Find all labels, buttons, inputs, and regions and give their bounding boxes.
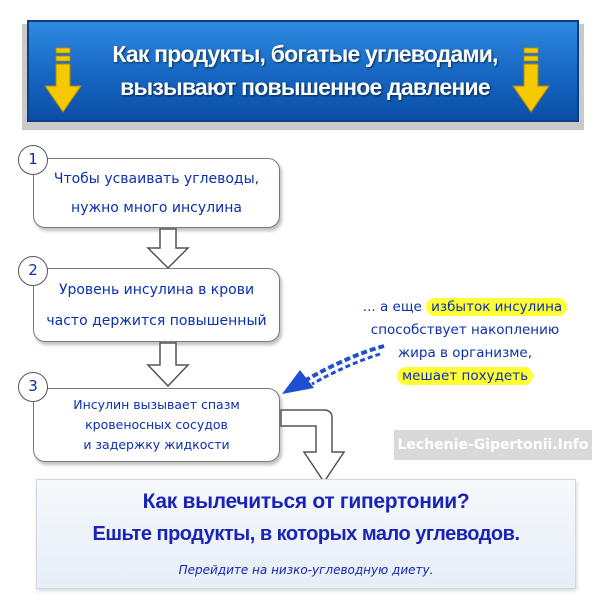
step-2-line-2: часто держится повышенный: [46, 313, 267, 329]
step-1-box: Чтобы усваивать углеводы, нужно много ин…: [33, 158, 280, 228]
note-line-4: мешает похудеть: [340, 365, 590, 388]
step-3-line-1: Инсулин вызывает спазм: [73, 397, 240, 412]
note-highlight-1: избыток инсулина: [426, 298, 568, 316]
step-3-number: 3: [18, 372, 48, 402]
note-prefix: ... а еще: [362, 299, 422, 315]
low-carb-diet-link[interactable]: Перейдите на низко-углеводную диету.: [178, 563, 434, 577]
step-2-number: 2: [18, 256, 48, 286]
note-highlight-2: мешает похудеть: [396, 367, 534, 385]
step-2-line-1: Уровень инсулина в крови: [58, 282, 255, 298]
blue-pointer-arrow-icon: [282, 344, 385, 394]
header-banner: Как продукты, богатые углеводами, вызыва…: [27, 20, 579, 122]
yellow-down-arrow-icon-right: [512, 47, 550, 113]
bottom-question: Как вылечиться от гипертонии?: [142, 490, 470, 513]
step-3-line-2: кровеносных сосудов: [85, 417, 228, 432]
title-line-1: Как продукты, богатые углеводами,: [112, 41, 498, 67]
note-line-1: ... а еще избыток инсулина: [340, 296, 590, 319]
watermark: Lechenie-Gipertonii.Info: [394, 430, 592, 460]
hollow-down-arrow-icon-2: [146, 342, 190, 388]
step-1-line-2: нужно много инсулина: [71, 200, 242, 216]
yellow-down-arrow-icon-left: [44, 47, 82, 113]
title-line-2: вызывают повышенное давление: [120, 74, 490, 100]
step-1-line-1: Чтобы усваивать углеводы,: [53, 171, 260, 187]
bent-down-arrow-icon: [280, 409, 346, 484]
note-line-3: жира в организме,: [397, 345, 533, 361]
step-1-number: 1: [18, 145, 48, 175]
side-note: ... а еще избыток инсулина способствует …: [340, 296, 590, 388]
hollow-down-arrow-icon-1: [146, 228, 190, 270]
step-3-box: Инсулин вызывает спазм кровеносных сосуд…: [33, 388, 280, 462]
note-line-2: способствует накоплению: [370, 322, 560, 338]
step-2-box: Уровень инсулина в крови часто держится …: [33, 268, 280, 342]
bottom-answer: Ешьте продукты, в которых мало углеводов…: [92, 523, 520, 545]
step-3-line-3: и задержку жидкости: [83, 437, 230, 452]
page-title: Как продукты, богатые углеводами, вызыва…: [109, 38, 501, 104]
bottom-panel: Как вылечиться от гипертонии? Ешьте прод…: [36, 479, 576, 589]
